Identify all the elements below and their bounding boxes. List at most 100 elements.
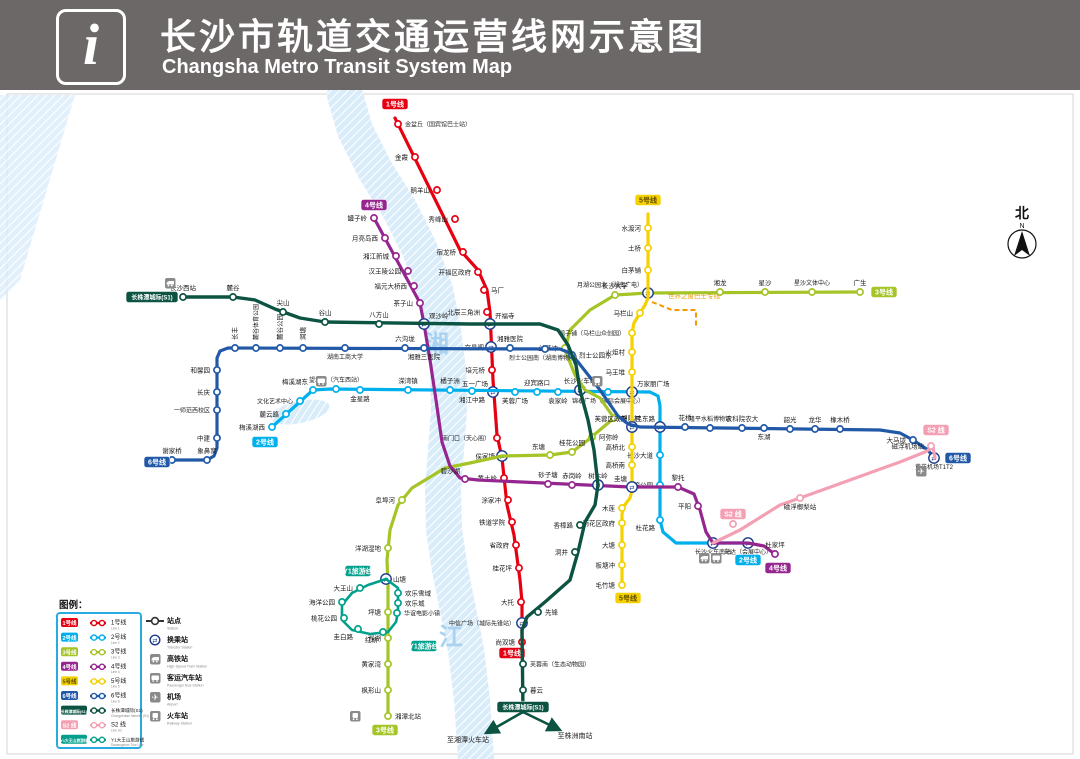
legend-symbol-label: 高铁站 xyxy=(167,654,188,663)
legend-symbol-en: Transfer Station xyxy=(167,646,192,650)
station-dot xyxy=(611,291,619,299)
station-label: 欢乐城 xyxy=(405,598,425,607)
legend-line-badge xyxy=(61,691,78,700)
station-label: 黄花机场T1T2 xyxy=(915,463,954,471)
station: 鸭子铺（马栏山众创园） xyxy=(559,329,636,337)
s1: 长沙西站麓谷尖山谷山八方山香樟路洞井先锋芙蓉南（生态动物园）暮云长株潭城际(S1… xyxy=(125,283,600,714)
station-label: 坪塘 xyxy=(368,607,382,616)
station: 茶子山 xyxy=(394,298,424,307)
legend-row-en: Dawangshan Tour Line xyxy=(111,743,144,747)
station-label: 火炬村 xyxy=(606,347,626,356)
legend-row-en: Line S2 xyxy=(111,729,122,733)
station: 桂花坪 xyxy=(493,563,523,572)
meixi-lake xyxy=(270,399,330,425)
badge-label: Y1旅游线 xyxy=(343,567,373,576)
line3-badge: 3号线 xyxy=(371,724,399,736)
station: 平阳 xyxy=(678,501,702,510)
map-frame xyxy=(6,93,1074,755)
line3-path xyxy=(385,290,862,718)
station: 湘龙 xyxy=(714,278,727,296)
station-dot xyxy=(341,344,349,352)
station: 麓谷体育公园 xyxy=(252,304,260,352)
station-dot xyxy=(468,387,476,395)
station-dot xyxy=(179,293,187,301)
station-label: 橡木桥 xyxy=(830,415,850,424)
station-label: 秀峰山 xyxy=(429,214,449,223)
station-label: 白茅铺 xyxy=(622,265,642,274)
station-label: 大托 xyxy=(501,597,515,606)
legend-symbol-label: 火车站 xyxy=(167,711,188,720)
station-label: 万家丽广场 xyxy=(637,379,670,388)
station-dot xyxy=(493,434,501,442)
station-dot xyxy=(375,320,383,328)
station-label: 开福寺 xyxy=(495,311,515,320)
river-band xyxy=(327,90,494,759)
arrow-label: 至湘潭火车站 xyxy=(447,735,489,744)
station-label: 鹅羊山 xyxy=(411,185,431,194)
legend-symbol-en: Railway Station xyxy=(167,722,192,726)
station-dot xyxy=(480,286,488,294)
north-label: 北 xyxy=(1015,205,1029,221)
station-dot xyxy=(761,288,769,296)
page-subtitle: Changsha Metro Transit System Map xyxy=(162,56,513,78)
station-dot xyxy=(656,451,664,459)
station-label: 福元大桥西 xyxy=(375,281,408,290)
bus-icon xyxy=(316,376,327,387)
label: ⇄ xyxy=(152,637,157,644)
station-dot xyxy=(356,386,364,394)
station: 湘雅三医院 xyxy=(408,344,441,361)
legend-row-en: Changzhutan Intercity (S1) xyxy=(111,714,149,718)
station-label: 湘雅三医院 xyxy=(408,352,441,361)
station: 麓谷公园 xyxy=(275,314,284,352)
label: ⇄ xyxy=(629,424,634,431)
station-dot xyxy=(404,267,412,275)
station: 大马垅 xyxy=(887,435,917,444)
station-label: 平阳 xyxy=(678,501,691,510)
station-dot xyxy=(636,309,644,317)
legend-symbol-label: 换乘站 xyxy=(167,635,188,644)
station: 磁浮机场站 xyxy=(892,441,935,450)
station: 橘子洲 xyxy=(440,376,460,394)
line5-badge: 5号线 xyxy=(614,592,642,604)
station-label: 桃花公园 xyxy=(311,613,337,622)
station-dot xyxy=(433,186,441,194)
legend-symbol-en: Passenger Bus Station xyxy=(167,684,204,688)
station-label: 长沙火车南站 xyxy=(695,548,731,556)
river-wedge xyxy=(0,95,75,300)
station-label: 袁家岭 xyxy=(548,396,568,405)
station-dot xyxy=(411,153,419,161)
station-label: 磁浮榔梨站 xyxy=(784,502,817,511)
station-label: 涂家冲 xyxy=(482,495,502,504)
compass-needle xyxy=(1014,231,1030,256)
station: 六沟垅 xyxy=(395,334,415,352)
station-label: 桂花公园 xyxy=(559,438,585,447)
station-dot xyxy=(446,386,454,394)
label: ⇄ xyxy=(490,389,495,396)
compass-circle xyxy=(1007,229,1037,259)
station-label: 鸭子铺（马栏山众创园） xyxy=(559,329,625,337)
station-dot xyxy=(504,496,512,504)
line1: 金盆丘（国宾馆巴士站）金霞鹅羊山秀峰山宿龙桥开福区政府马厂北辰三角洲⇄开福寺⇄文… xyxy=(381,98,528,659)
badge-label: 6号线 xyxy=(949,454,967,463)
s2-path xyxy=(711,445,937,545)
station: 坪塘 xyxy=(368,607,392,616)
legend-row-label: 4号线 xyxy=(111,662,126,670)
station-dot xyxy=(384,608,392,616)
s1-badge: 长株潭城际(S1) xyxy=(496,701,550,713)
station-dot xyxy=(541,345,549,353)
station-label: 黎托 xyxy=(672,473,686,482)
station-dot xyxy=(519,686,527,694)
station-dot xyxy=(681,423,689,431)
station: 黄家湾 xyxy=(362,659,392,668)
station: 洞井 xyxy=(555,547,579,556)
s1-badge: 长株潭城际(S1) xyxy=(125,291,179,303)
station-dot xyxy=(384,634,392,642)
plane-icon: ✈ xyxy=(150,692,161,703)
station-label: 文昌阁 xyxy=(465,342,485,351)
legend-row-label: 5号线 xyxy=(111,677,126,685)
station-label: 湘雅医院 xyxy=(497,334,524,343)
station-label: 华谊电影小镇 xyxy=(404,609,440,617)
station-label: 马厂 xyxy=(491,286,505,294)
